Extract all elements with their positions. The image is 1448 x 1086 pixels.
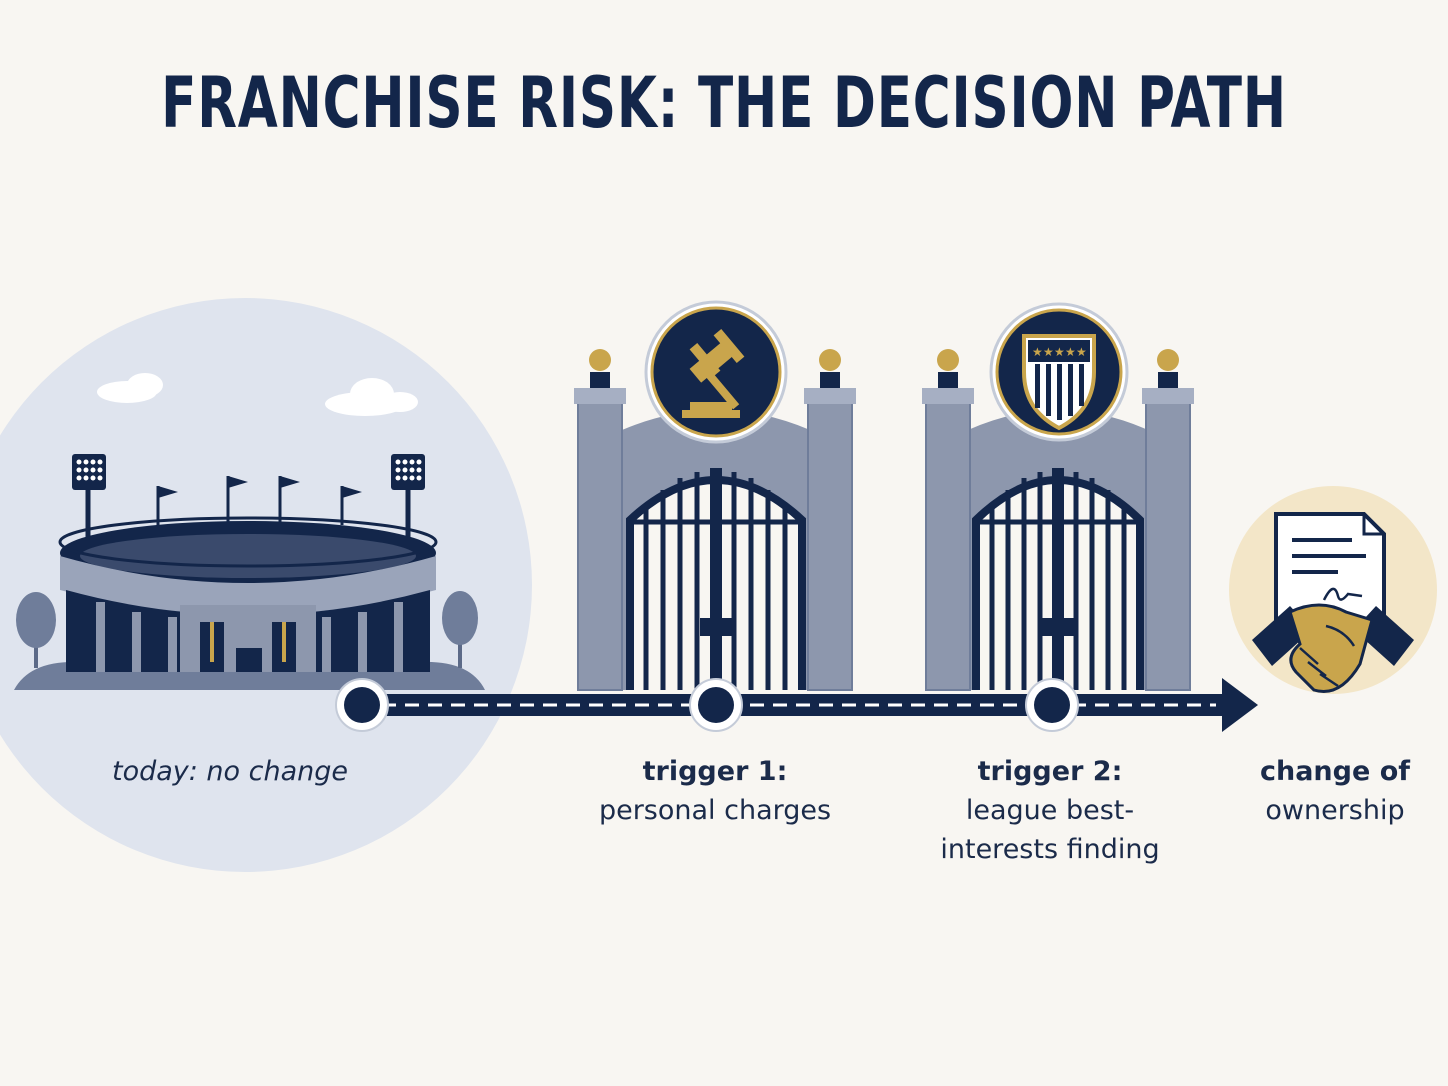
trigger-2-line-2: interests finding [940, 834, 1160, 865]
gavel-icon [682, 328, 745, 418]
stage-label-outcome: change of ownership [1230, 752, 1440, 830]
ownership-scene [1229, 486, 1437, 694]
stage-label-today: today: no change [111, 756, 349, 787]
timeline-node-trigger-2 [1025, 678, 1079, 732]
trigger-2-title: trigger 2: [977, 756, 1123, 787]
cloud-icon [97, 373, 418, 416]
flag-icon [156, 476, 362, 525]
stage-label-trigger-1: trigger 1: personal charges [560, 752, 870, 830]
svg-text:★: ★ [1065, 345, 1076, 359]
floodlight-icon [72, 454, 425, 548]
gate-2: ★★★★★ [922, 302, 1194, 691]
handshake-icon [1252, 603, 1414, 693]
shield-icon: ★★★★★ [1022, 334, 1096, 431]
timeline-arrow [362, 678, 1258, 732]
svg-text:★: ★ [1043, 345, 1054, 359]
trigger-1-title: trigger 1: [642, 756, 788, 787]
stadium-scene [0, 298, 532, 872]
timeline-node-today [335, 678, 389, 732]
page-title: FRANCHISE RISK: THE DECISION PATH [161, 62, 1287, 144]
trigger-1-text: personal charges [598, 795, 832, 826]
stage-label-trigger-2: trigger 2: league best- interests findin… [900, 752, 1200, 869]
svg-text:★: ★ [1032, 345, 1043, 359]
svg-text:★: ★ [1054, 345, 1065, 359]
tree-icon [16, 591, 478, 668]
outcome-line-2: ownership [1265, 795, 1405, 826]
outcome-line-1: change of [1259, 756, 1410, 787]
gate-1 [574, 300, 856, 691]
timeline-node-trigger-1 [689, 678, 743, 732]
svg-text:★: ★ [1076, 345, 1087, 359]
trigger-2-line-1: league best- [965, 795, 1135, 826]
